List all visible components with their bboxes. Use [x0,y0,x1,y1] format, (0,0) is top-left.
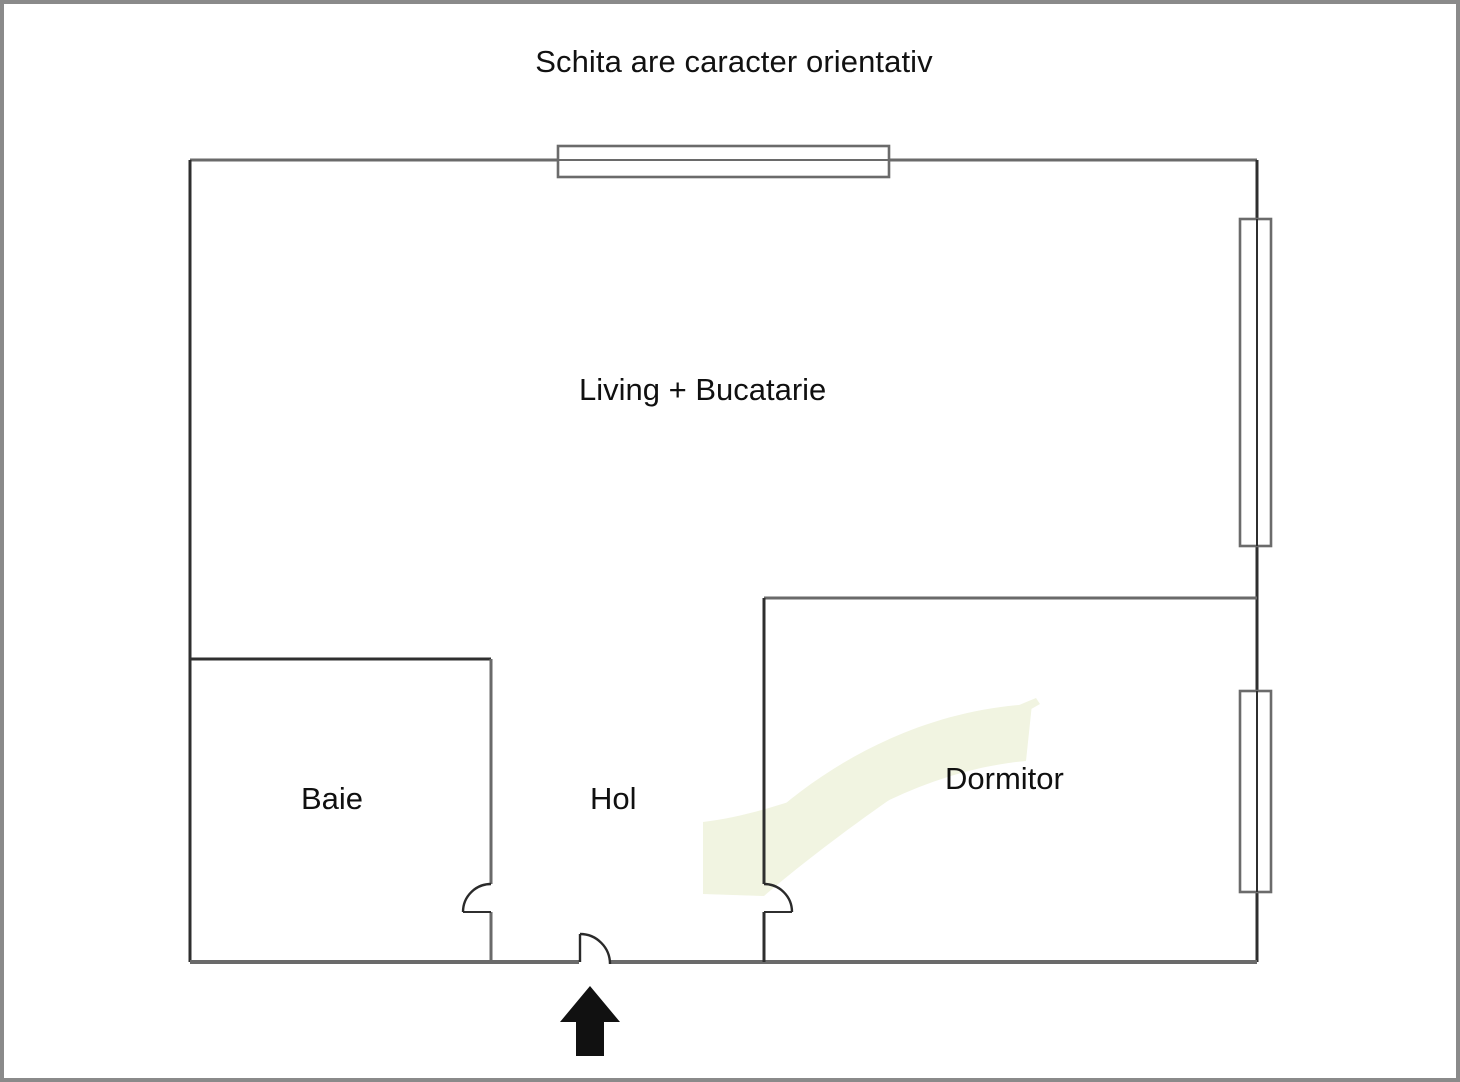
highlight-stroke-body [703,698,1040,896]
floorplan-drawing [188,144,1273,1056]
window-top [556,144,891,179]
page-title: Schita are caracter orientativ [535,44,933,79]
window-east-lower [1238,689,1273,894]
room-label-living-bucatarie: Living + Bucatarie [579,372,827,407]
door-entrance-arc [579,932,612,965]
window-east-upper [1238,217,1273,548]
room-label-baie: Baie [301,781,364,816]
door-dormitor-arc [763,882,794,913]
room-label-dormitor: Dormitor [945,761,1064,796]
room-label-hol: Hol [590,781,637,816]
entrance-arrow-icon [560,986,620,1056]
door-baie-arc [461,882,492,913]
